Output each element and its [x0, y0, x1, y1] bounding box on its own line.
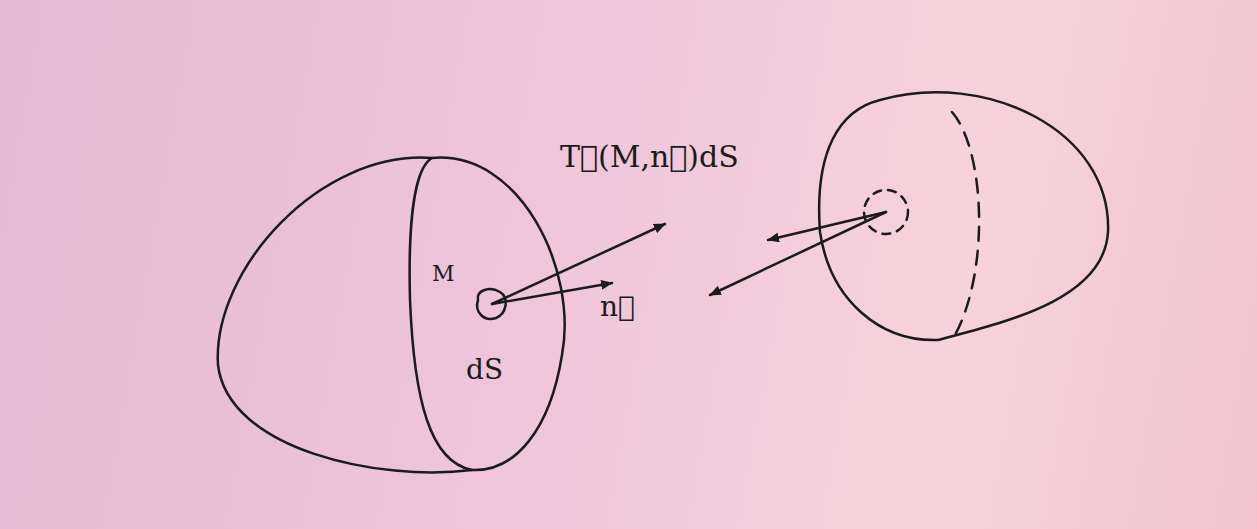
normal-label: n⃗	[600, 292, 635, 323]
point-label: M	[432, 262, 455, 286]
stress-label: T⃗(M,n⃗)dS	[560, 140, 739, 173]
hidden-edge	[952, 112, 979, 335]
reaction-normal-vector	[710, 212, 886, 295]
area-label: dS	[466, 355, 503, 386]
cut-face	[410, 158, 565, 470]
stress-vector	[492, 224, 665, 304]
left-body-outline	[218, 158, 472, 473]
normal-vector	[492, 283, 612, 304]
reaction-stress-vector	[768, 212, 886, 240]
right-body-outline	[819, 92, 1108, 340]
